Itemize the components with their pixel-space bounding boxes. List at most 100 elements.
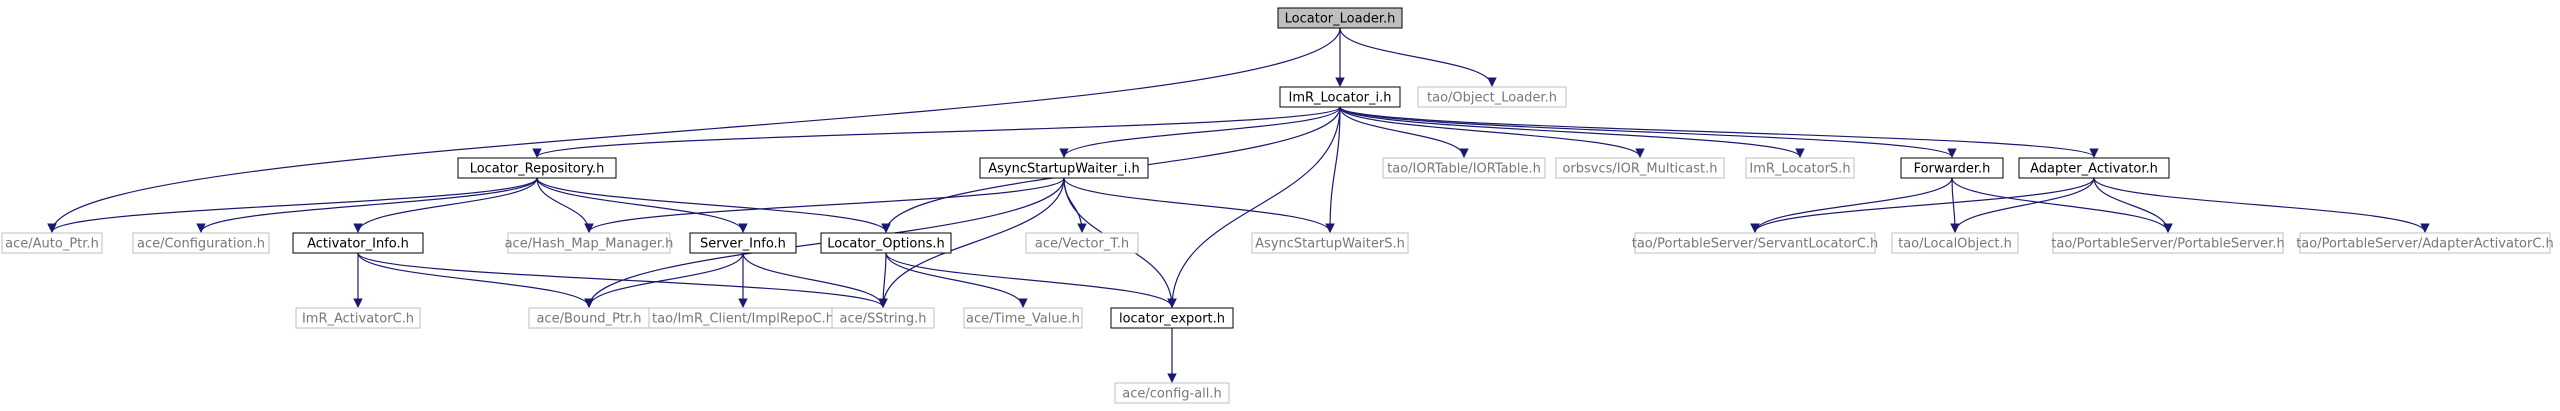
node-label: Adapter_Activator.h bbox=[2030, 162, 2158, 177]
node-box bbox=[292, 232, 424, 254]
node-locator_options[interactable]: Locator_Options.h bbox=[820, 232, 952, 254]
edge-line bbox=[536, 177, 891, 233]
node-label: ImR_ActivatorC.h bbox=[302, 312, 414, 327]
edge-line bbox=[885, 252, 1028, 308]
edge-line bbox=[47, 27, 1341, 233]
node-label: tao/LocalObject.h bbox=[1898, 237, 2012, 252]
node-label: Locator_Repository.h bbox=[470, 162, 605, 177]
node-label: AsyncStartupWaiterS.h bbox=[1255, 237, 1405, 252]
node-imr_locators: ImR_LocatorS.h bbox=[1745, 157, 1855, 179]
node-label: locator_export.h bbox=[1119, 312, 1225, 327]
node-label: ace/Vector_T.h bbox=[1035, 237, 1129, 252]
node-box bbox=[831, 307, 935, 329]
edge-line bbox=[2093, 177, 2430, 233]
node-label: tao/PortableServer/ServantLocatorC.h bbox=[1632, 237, 1879, 252]
node-label: orbsvcs/IOR_Multicast.h bbox=[1562, 162, 1717, 177]
node-box bbox=[979, 157, 1149, 179]
edge-line bbox=[1950, 177, 2095, 233]
node-imr_locator_i[interactable]: ImR_Locator_i.h bbox=[1279, 86, 1401, 108]
edge-line bbox=[1951, 177, 2173, 233]
edge-line bbox=[584, 252, 744, 308]
node-label: Locator_Loader.h bbox=[1285, 12, 1396, 27]
node-box bbox=[689, 232, 797, 254]
edge-line bbox=[357, 252, 594, 308]
node-label: tao/IORTable/IORTable.h bbox=[1387, 162, 1541, 177]
node-adapter_activator_c: tao/PortableServer/AdapterActivatorC.h bbox=[2296, 232, 2554, 254]
edge-activator_info-to-bound_ptr bbox=[357, 252, 594, 308]
node-locator_export[interactable]: locator_export.h bbox=[1110, 307, 1234, 329]
edge-line bbox=[1339, 106, 1957, 158]
edge-locator_repository-to-server_info bbox=[536, 177, 748, 233]
node-box bbox=[1, 232, 103, 254]
edge-imr_locator_i-to-locator_export bbox=[1167, 106, 1341, 308]
node-label: tao/PortableServer/AdapterActivatorC.h bbox=[2296, 237, 2554, 252]
edge-imr_locator_i-to-async_startup_waiters bbox=[1325, 106, 1341, 233]
node-box bbox=[1110, 307, 1234, 329]
edge-async_startup_waiter_i-to-hash_map_manager bbox=[584, 177, 1065, 233]
edge-line bbox=[2093, 177, 2173, 233]
edge-imr_locator_i-to-forwarder bbox=[1339, 106, 1957, 158]
node-box bbox=[1277, 7, 1403, 29]
node-label: ImR_LocatorS.h bbox=[1749, 162, 1850, 177]
node-local_object: tao/LocalObject.h bbox=[1891, 232, 2019, 254]
node-bound_ptr: ace/Bound_Ptr.h bbox=[528, 307, 650, 329]
node-ior_multicast: orbsvcs/IOR_Multicast.h bbox=[1555, 157, 1725, 179]
edge-imr_locator_i-to-imr_locators bbox=[1339, 106, 1805, 158]
edge-line bbox=[1339, 106, 1805, 158]
node-box bbox=[1114, 382, 1230, 404]
edge-locator_options-to-sstring bbox=[878, 252, 888, 308]
edge-line bbox=[47, 177, 538, 233]
node-box bbox=[820, 232, 952, 254]
node-box bbox=[457, 157, 617, 179]
node-iortable: tao/IORTable/IORTable.h bbox=[1382, 157, 1546, 179]
edge-line bbox=[532, 106, 1341, 158]
node-hash_map_manager: ace/Hash_Map_Manager.h bbox=[505, 232, 673, 254]
node-label: ImR_Locator_i.h bbox=[1289, 91, 1392, 106]
node-box bbox=[1745, 157, 1855, 179]
node-configuration: ace/Configuration.h bbox=[132, 232, 270, 254]
edge-line bbox=[885, 252, 1177, 308]
edge-line bbox=[1339, 27, 1497, 87]
edge-async_startup_waiter_i-to-sstring bbox=[878, 177, 1065, 308]
node-box bbox=[1417, 86, 1567, 108]
node-locator_repository[interactable]: Locator_Repository.h bbox=[457, 157, 617, 179]
node-label: ace/Bound_Ptr.h bbox=[536, 312, 641, 327]
node-label: Forwarder.h bbox=[1914, 162, 1991, 177]
node-vector_t: ace/Vector_T.h bbox=[1025, 232, 1139, 254]
edge-imr_locator_i-to-adapter_activator bbox=[1339, 106, 2099, 158]
node-server_info[interactable]: Server_Info.h bbox=[689, 232, 797, 254]
node-box bbox=[295, 307, 421, 329]
edge-locator_repository-to-configuration bbox=[196, 177, 538, 233]
edge-adapter_activator-to-servant_locator_c bbox=[1750, 177, 2095, 233]
edge-imr_locator_i-to-async_startup_waiter_i bbox=[1059, 106, 1341, 158]
node-label: tao/PortableServer/PortableServer.h bbox=[2051, 237, 2284, 252]
node-box bbox=[2299, 232, 2551, 254]
node-forwarder[interactable]: Forwarder.h bbox=[1900, 157, 2004, 179]
edge-line bbox=[196, 177, 538, 233]
edge-line bbox=[1167, 106, 1341, 308]
node-box bbox=[1382, 157, 1546, 179]
edge-async_startup_waiter_i-to-async_startup_waiters bbox=[1063, 177, 1335, 233]
node-config_all: ace/config-all.h bbox=[1114, 382, 1230, 404]
node-async_startup_waiter_i[interactable]: AsyncStartupWaiter_i.h bbox=[979, 157, 1149, 179]
edge-line bbox=[1063, 177, 1335, 233]
node-servant_locator_c: tao/PortableServer/ServantLocatorC.h bbox=[1632, 232, 1879, 254]
node-label: ace/Time_Value.h bbox=[966, 312, 1080, 327]
edge-locator_loader-to-auto_ptr bbox=[47, 27, 1341, 233]
edge-line bbox=[1339, 106, 2099, 158]
node-label: Activator_Info.h bbox=[307, 237, 409, 252]
edge-forwarder-to-servant_locator_c bbox=[1750, 177, 1953, 233]
edge-line bbox=[353, 177, 538, 233]
edge-line bbox=[1950, 177, 1960, 233]
node-object_loader: tao/Object_Loader.h bbox=[1417, 86, 1567, 108]
node-imr_client_implrepo: tao/ImR_Client/ImplRepoC.h bbox=[648, 307, 838, 329]
node-activator_info[interactable]: Activator_Info.h bbox=[292, 232, 424, 254]
edge-adapter_activator-to-adapter_activator_c bbox=[2093, 177, 2430, 233]
node-label: Server_Info.h bbox=[700, 237, 786, 252]
node-adapter_activator[interactable]: Adapter_Activator.h bbox=[2018, 157, 2170, 179]
edge-line bbox=[1750, 177, 2095, 233]
node-label: ace/SString.h bbox=[840, 312, 927, 327]
node-box bbox=[2052, 232, 2284, 254]
node-locator_loader[interactable]: Locator_Loader.h bbox=[1277, 7, 1403, 29]
